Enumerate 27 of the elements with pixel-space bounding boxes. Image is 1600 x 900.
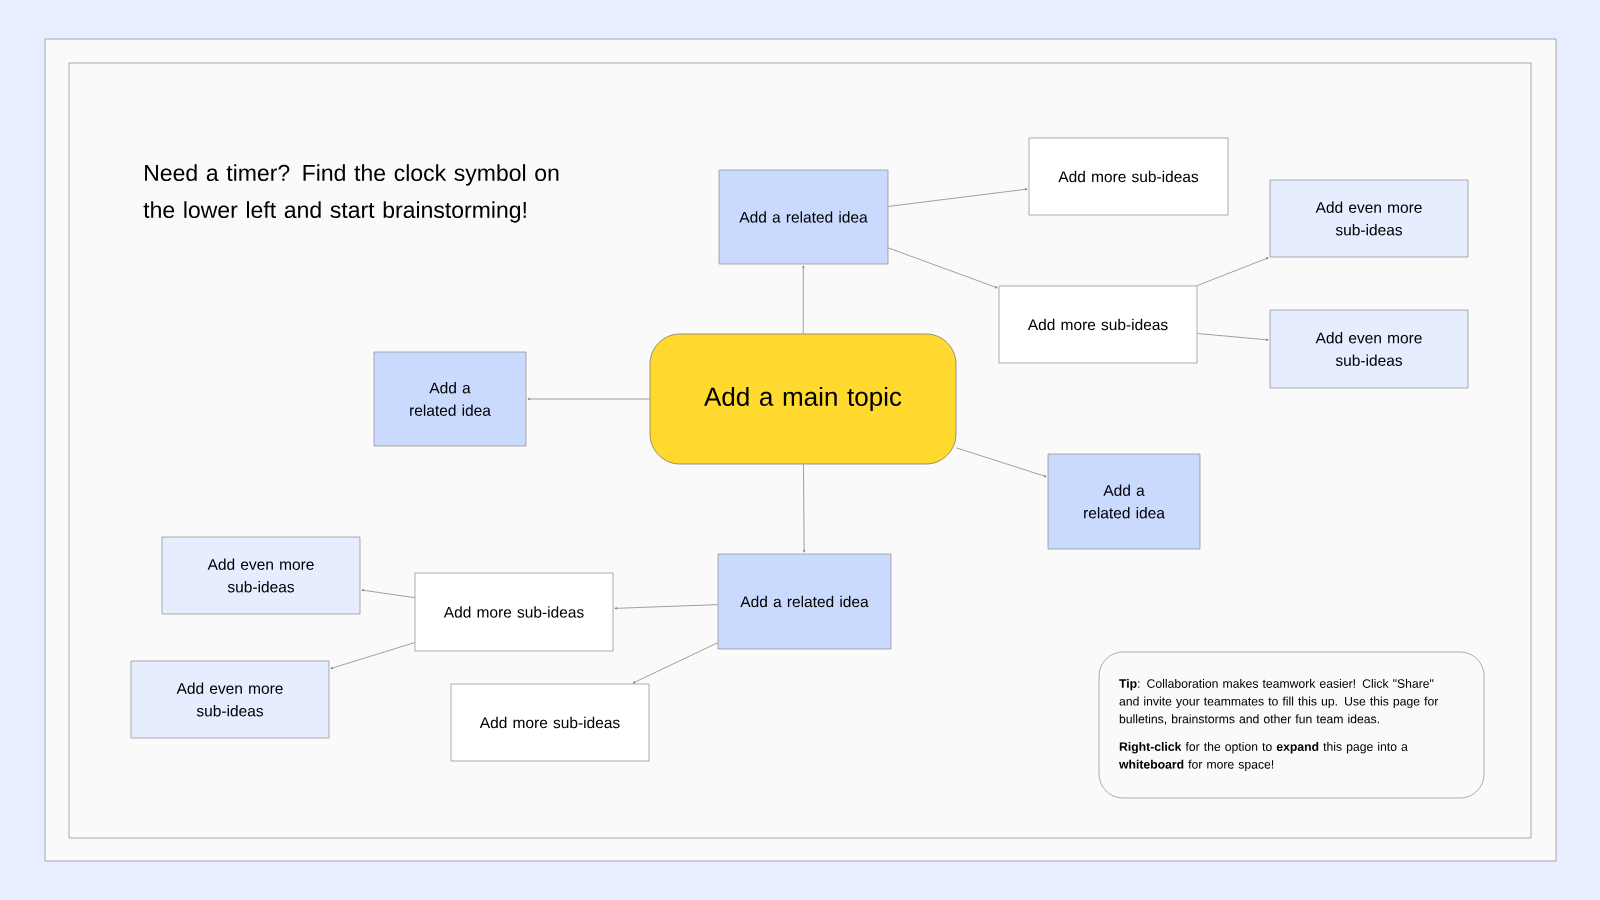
arrow [1197,333,1269,341]
sub-idea-box: Add more sub-ideas [414,572,614,652]
arrow [803,464,806,553]
arrow [361,589,415,599]
sub-idea-box: Add even more sub-ideas [130,660,330,739]
tip-card: Tip: Collaboration makes teamwork easier! Click "Share" and invite your teammates to fill this up. Use this page for bulletins, brainstorms and other fun team ideas. Right-click for the option to expand this page into a whiteboard for more space! [1098,651,1485,799]
arrow [614,604,718,610]
arrow [330,642,415,670]
arrow [888,247,998,289]
sub-idea-box: Add even more sub-ideas [1269,179,1469,258]
sub-idea-box: Add more sub-ideas [998,285,1198,364]
arrow [888,188,1028,207]
arrow [802,265,805,334]
idea-box: Add a related idea [718,169,889,265]
arrow [956,447,1047,478]
sub-idea-box: Add more sub-ideas [1028,137,1229,216]
arrow [1196,257,1269,286]
idea-box: Add a related idea [1047,453,1201,550]
arrow [527,397,650,401]
idea-box: Add a related idea [373,351,527,447]
note-text: Need a timer? Find the clock symbol on the lower left and start brainstorming! [143,164,559,223]
idea-box: Add a related idea [717,553,892,650]
main-topic-pill: Add a main topic [649,333,957,465]
arrow [632,642,718,684]
sub-idea-box: Add even more sub-ideas [1269,309,1469,389]
sub-idea-box: Add even more sub-ideas [161,536,361,615]
sub-idea-box: Add more sub-ideas [450,683,650,762]
